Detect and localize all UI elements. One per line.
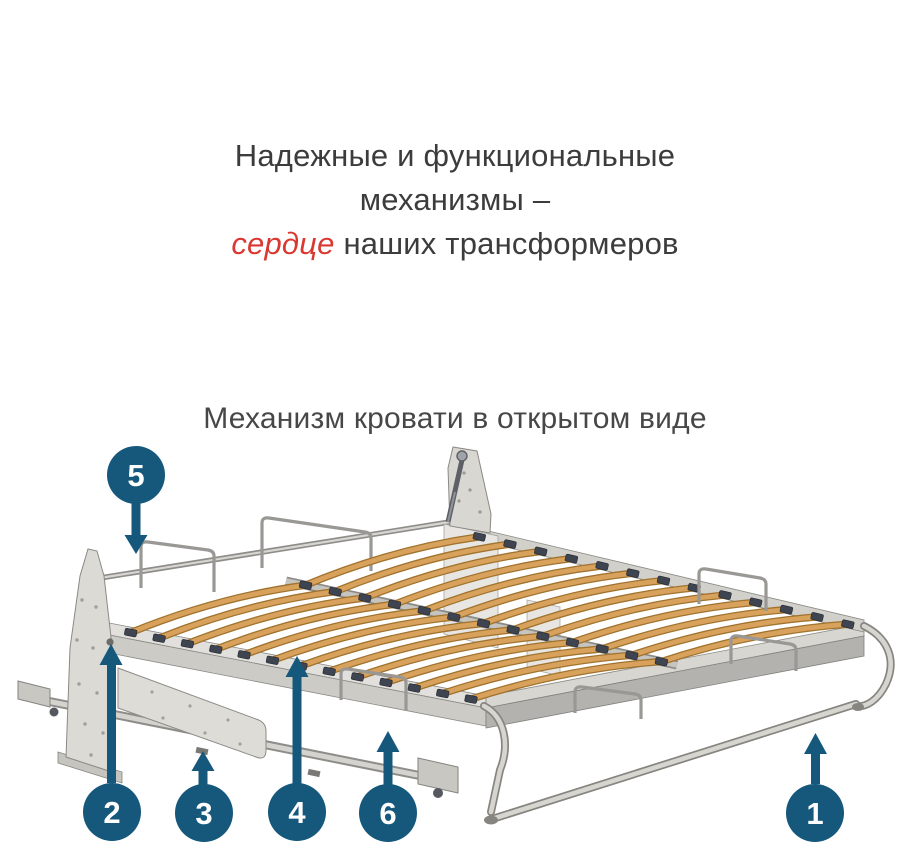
svg-text:4: 4 bbox=[288, 795, 306, 830]
callout-5: 5 bbox=[107, 446, 165, 504]
callout-6: 6 bbox=[359, 784, 417, 842]
callout-arrow-6 bbox=[376, 731, 400, 785]
callout-arrow-4 bbox=[285, 656, 309, 784]
svg-text:2: 2 bbox=[103, 795, 120, 830]
headline-line-3: сердце наших трансформеров bbox=[0, 222, 910, 266]
mattress-guard bbox=[573, 685, 643, 719]
svg-text:1: 1 bbox=[806, 796, 823, 831]
leg-frame bbox=[480, 622, 895, 825]
track-roller bbox=[433, 788, 443, 798]
mattress-guard bbox=[729, 634, 798, 671]
track-roller bbox=[49, 707, 59, 717]
mattress-guard bbox=[339, 667, 408, 711]
callout-4: 4 bbox=[268, 783, 326, 841]
board-holes bbox=[150, 690, 242, 746]
diagram-caption: Механизм кровати в открытом виде bbox=[203, 402, 707, 435]
mattress-guard bbox=[697, 567, 768, 611]
callout-3: 3 bbox=[175, 784, 233, 842]
pivot-joint bbox=[456, 450, 468, 462]
headline-line-2: механизмы – bbox=[359, 182, 551, 217]
pivot-panel-left bbox=[57, 548, 123, 784]
svg-text:5: 5 bbox=[127, 458, 144, 493]
svg-text:3: 3 bbox=[195, 796, 212, 831]
slat-clips bbox=[124, 532, 855, 704]
wall-bracket bbox=[445, 446, 492, 534]
pivot-bolt bbox=[106, 638, 114, 646]
mattress-guard bbox=[260, 516, 373, 571]
headline-line-1: Надежные и функциональные bbox=[234, 138, 676, 173]
headline: Надежные и функциональные механизмы – се… bbox=[0, 134, 910, 266]
slats bbox=[126, 533, 852, 703]
headline-line-3-rest: наших трансформеров bbox=[343, 226, 679, 261]
callouts: 5 2 3 4 6 1 bbox=[83, 446, 844, 842]
headline-accent-word: сердце bbox=[231, 226, 335, 261]
callout-arrow-5 bbox=[124, 502, 148, 554]
slide-board bbox=[117, 667, 267, 759]
callout-arrow-3 bbox=[191, 751, 215, 785]
svg-text:6: 6 bbox=[379, 796, 396, 831]
callout-1: 1 bbox=[786, 784, 844, 842]
callout-arrow-2 bbox=[99, 644, 123, 783]
callout-2: 2 bbox=[83, 783, 141, 841]
head-bar bbox=[97, 518, 459, 581]
callout-arrow-1 bbox=[804, 733, 827, 784]
